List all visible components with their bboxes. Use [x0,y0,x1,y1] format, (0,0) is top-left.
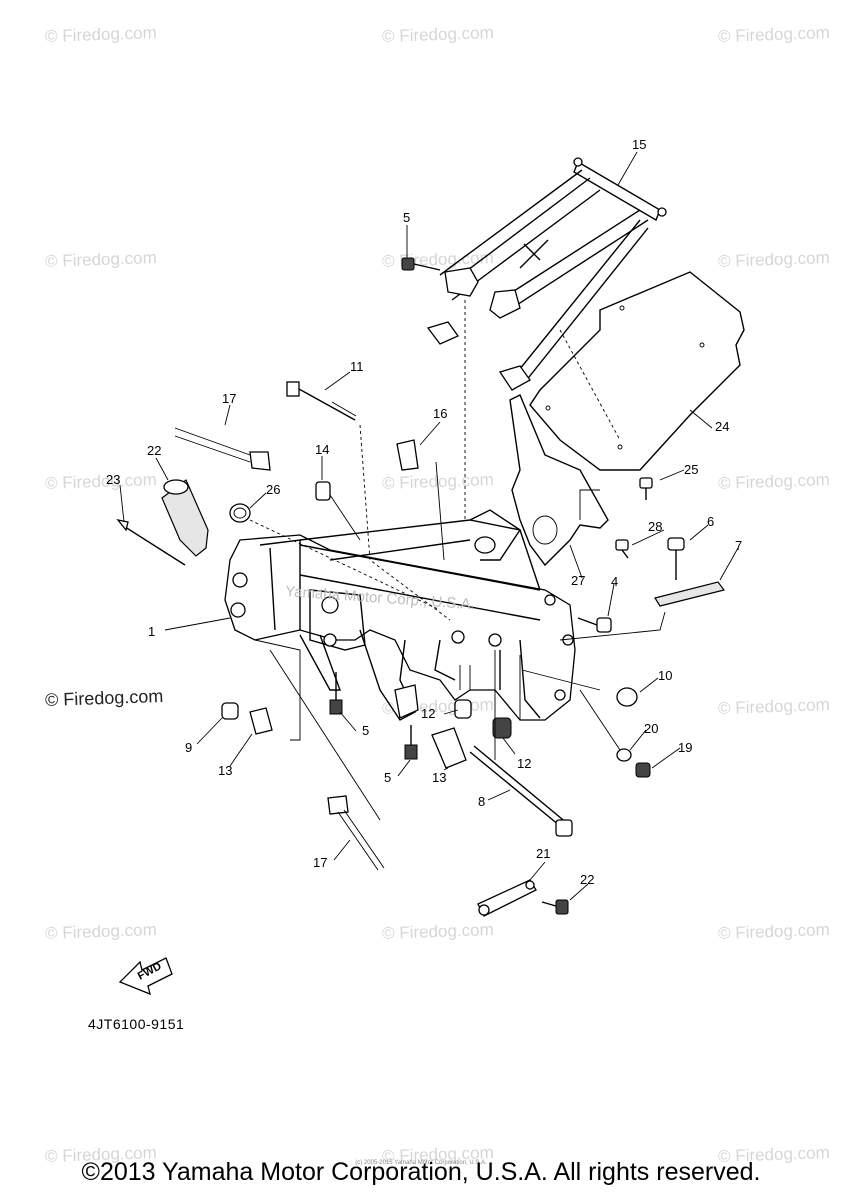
cable-tie-part-17-lower[interactable] [327,795,385,871]
callout-11: 10 [658,668,672,683]
fine-print: (c) 2005-2015 Yamaha Motor Corporation, … [355,1160,487,1166]
callout-9: 9 [185,740,192,755]
cover-plate-part[interactable] [529,271,745,471]
callout-5-upper: 5 [362,723,369,738]
callout-10: 11 [350,359,364,374]
callout-26: 26 [266,482,280,497]
callout-12-left: 12 [421,706,435,721]
callout-23: 23 [106,472,120,487]
callout-18: 19 [678,740,692,755]
callout-22: 22 [147,443,161,458]
bolt-part-18[interactable] [635,762,651,778]
collar-part-9[interactable] [221,702,239,720]
bolt-part-21[interactable] [541,899,569,915]
collar-part-13[interactable] [431,727,467,769]
bolt-part-6[interactable] [667,537,685,580]
clip-part-16[interactable] [396,439,419,471]
callout-leaders [119,151,739,901]
cable-tie-part-17-upper[interactable] [174,427,271,471]
callout-15: 14 [315,442,329,457]
bolt-part-5-lower[interactable] [404,725,418,760]
spray-can-part-22[interactable] [161,479,209,557]
nut-part-12-left[interactable] [454,699,472,719]
callout-14: 13 [218,763,232,778]
callout-16: 16 [433,406,447,421]
bolt-part-25[interactable] [639,477,653,500]
bolt-part-28[interactable] [615,539,629,559]
callout-28: 28 [648,519,662,534]
callout-17-upper: 17 [222,391,236,406]
bolt-part-10[interactable] [286,381,357,421]
bolt-part-8[interactable] [469,745,573,837]
callout-17-lower: 17 [313,855,327,870]
nut-part-11[interactable] [616,687,638,707]
stay-part-20[interactable] [477,879,537,917]
assembly-guides [249,300,666,821]
callout-13: 13 [432,770,446,785]
callout-3: 4 [611,574,618,589]
rear-frame-part[interactable] [426,157,667,391]
callout-20: 21 [536,846,550,861]
callout-2: 15 [632,137,646,152]
callout-19: 20 [644,721,658,736]
callout-6: 6 [707,514,714,529]
diagram-code: 4JT6100-9151 [88,1016,185,1032]
fwd-arrow-icon: FWD [118,957,173,996]
main-frame-part[interactable] [224,509,576,721]
callout-1: 1 [148,624,155,639]
callout-8: 8 [478,794,485,809]
callout-27: 27 [571,573,585,588]
nut-part-12-right[interactable] [492,717,512,739]
callout-7: 7 [735,538,742,553]
damper-part-7[interactable] [654,581,726,607]
bracket-plate-part[interactable] [509,394,609,567]
bolt-part-3[interactable] [577,617,612,633]
washer-part-19[interactable] [616,748,632,762]
grommet-part-15[interactable] [315,481,331,501]
o-ring-part-26[interactable] [229,503,251,523]
callout-5-lower: 5 [384,770,391,785]
callout-4: 5 [403,210,410,225]
callout-21: 22 [580,872,594,887]
callout-25: 25 [684,462,698,477]
copyright-notice: ©2013 Yamaha Motor Corporation, U.S.A. A… [81,1158,761,1186]
callout-12-right: 12 [517,756,531,771]
bolt-part-4[interactable] [401,257,441,271]
bolt-part-5-upper[interactable] [329,672,343,715]
collar-part-14[interactable] [249,707,273,735]
callout-24: 24 [715,419,729,434]
brush-part-23[interactable] [116,519,186,566]
callout-labels: 15 5 11 17 16 14 22 23 26 24 25 6 7 28 4… [106,137,742,887]
